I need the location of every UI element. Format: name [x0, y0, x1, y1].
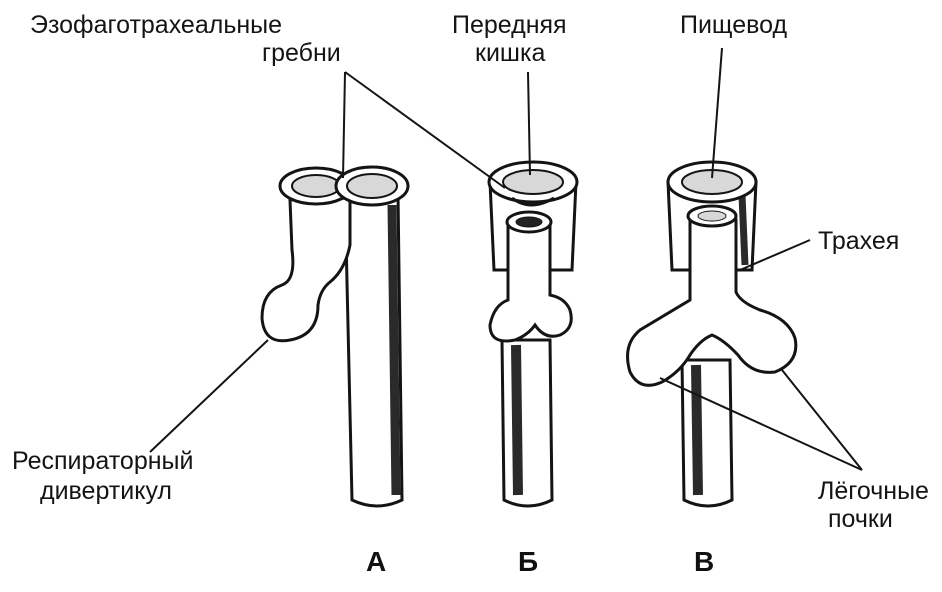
figure-c	[628, 162, 796, 506]
label-foregut-line1: Передняя	[452, 12, 567, 38]
leader-diverticulum	[150, 340, 268, 452]
label-lung-buds-line2: почки	[828, 506, 893, 532]
leader-lung-bud-right	[782, 370, 862, 470]
figure-b	[489, 162, 577, 506]
label-lung-buds-line1: Лёгочные	[818, 478, 929, 504]
panel-label-a: А	[366, 548, 386, 576]
panel-label-b: Б	[518, 548, 538, 576]
label-trachea: Трахея	[818, 228, 899, 254]
leader-ridges-a	[343, 72, 345, 178]
figure-c-esophagus	[682, 360, 732, 506]
label-respiratory-diverticulum-line2: дивертикул	[40, 478, 172, 504]
leader-foregut	[528, 72, 530, 175]
figure-a	[262, 167, 408, 506]
figure-b-esophagus	[502, 340, 552, 506]
label-esophagus: Пищевод	[680, 12, 787, 38]
label-esophagotracheal-ridges-line1: Эзофаготрахеальные	[30, 12, 282, 38]
figure-a-diverticulum	[262, 198, 350, 341]
panel-label-c: В	[694, 548, 714, 576]
label-respiratory-diverticulum-line1: Респираторный	[12, 448, 193, 474]
label-esophagotracheal-ridges-line2: гребни	[262, 40, 341, 66]
label-foregut-line2: кишка	[475, 40, 545, 66]
leader-esophagus	[712, 48, 722, 178]
